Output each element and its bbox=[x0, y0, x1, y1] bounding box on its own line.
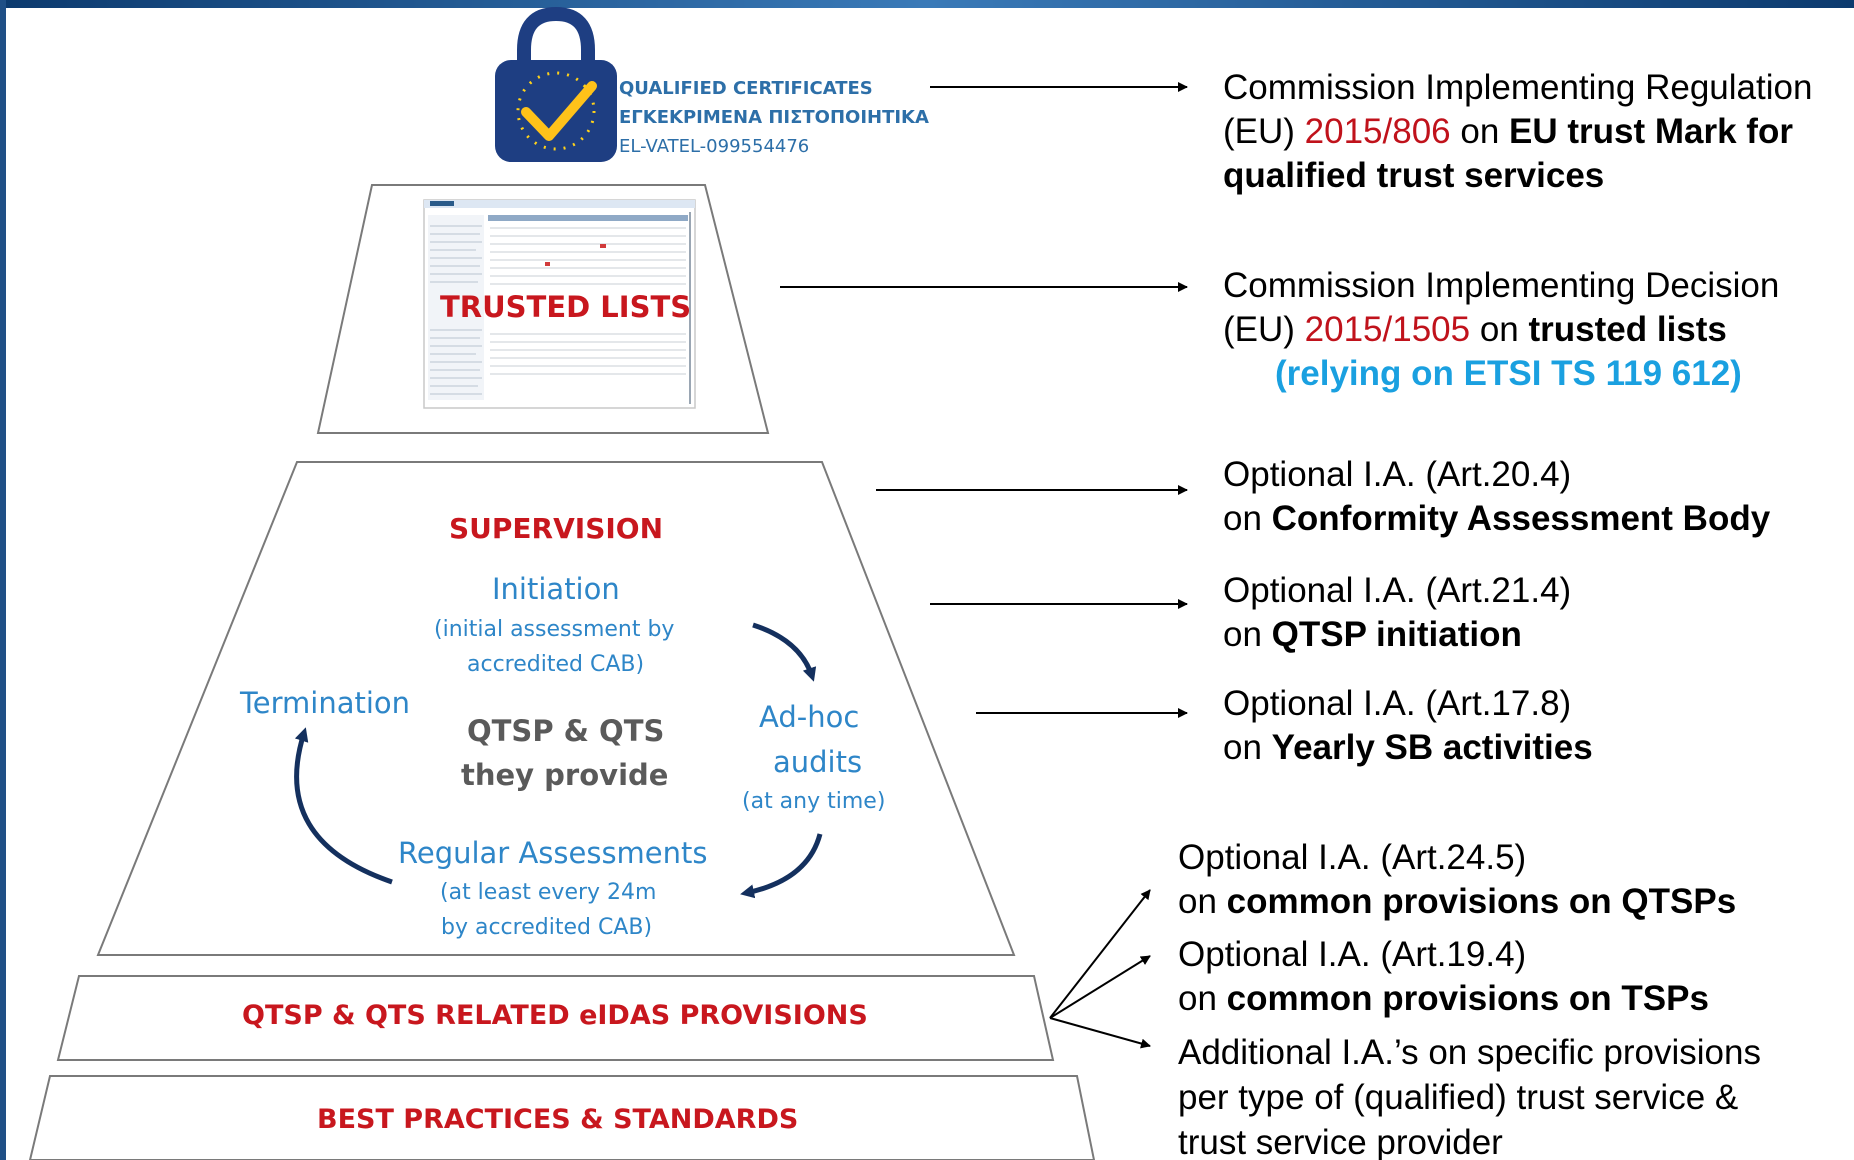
note-initiation: Optional I.A. (Art.21.4) on QTSP initiat… bbox=[1223, 571, 1572, 654]
note-additional: Additional I.A.’s on specific provisions… bbox=[1178, 1033, 1761, 1160]
initiation-note-2: accredited CAB) bbox=[467, 652, 645, 677]
center-they-provide: they provide bbox=[461, 758, 669, 792]
adhoc-note: (at any time) bbox=[742, 789, 886, 814]
adhoc-label-2: audits bbox=[773, 745, 863, 779]
initiation-note-1: (initial assessment by bbox=[434, 617, 675, 642]
regular-note-1: (at least every 24m bbox=[440, 880, 657, 905]
note-trust-mark: Commission Implementing Regulation (EU) … bbox=[1223, 68, 1813, 195]
supervision-title: SUPERVISION bbox=[449, 512, 664, 545]
trusted-lists-label: TRUSTED LISTS bbox=[440, 290, 692, 324]
note-trusted-lists: Commission Implementing Decision (EU) 20… bbox=[1223, 266, 1780, 393]
regular-assessments-label: Regular Assessments bbox=[398, 836, 708, 870]
pointer-arrows bbox=[780, 82, 1188, 1049]
tier-standards bbox=[28, 1075, 1096, 1160]
trust-mark-line2: ΕΓΚΕΚΡΙΜΕΝΑ ΠΙΣΤΟΠΟΙΗΤΙΚΑ bbox=[619, 107, 929, 128]
center-qtsp-qts: QTSP & QTS bbox=[467, 714, 665, 748]
note-cab: Optional I.A. (Art.20.4) on Conformity A… bbox=[1223, 455, 1771, 538]
trust-mark-line1: QUALIFIED CERTIFICATES bbox=[619, 78, 873, 99]
note-qtsp-common: Optional I.A. (Art.24.5) on common provi… bbox=[1178, 838, 1737, 921]
tier-supervision bbox=[96, 461, 1016, 956]
top-banner-bar bbox=[0, 0, 1854, 8]
left-edge-bar bbox=[0, 0, 6, 1160]
trusted-list-screenshot bbox=[423, 199, 696, 409]
standards-label: BEST PRACTICES & STANDARDS bbox=[317, 1104, 799, 1135]
tier-provisions bbox=[56, 975, 1055, 1061]
padlock-eu-trust-mark-icon bbox=[495, 6, 617, 162]
note-yearly: Optional I.A. (Art.17.8) on Yearly SB ac… bbox=[1223, 684, 1593, 767]
cycle-arrows bbox=[294, 622, 823, 899]
note-tsp-common: Optional I.A. (Art.19.4) on common provi… bbox=[1178, 935, 1709, 1018]
initiation-label: Initiation bbox=[492, 572, 620, 606]
provisions-label: QTSP & QTS RELATED eIDAS PROVISIONS bbox=[242, 1000, 868, 1031]
termination-label: Termination bbox=[240, 686, 411, 720]
trust-mark-line3: EL-VATEL-099554476 bbox=[619, 136, 810, 157]
regular-note-2: by accredited CAB) bbox=[441, 915, 653, 940]
adhoc-label-1: Ad-hoc bbox=[759, 700, 860, 734]
